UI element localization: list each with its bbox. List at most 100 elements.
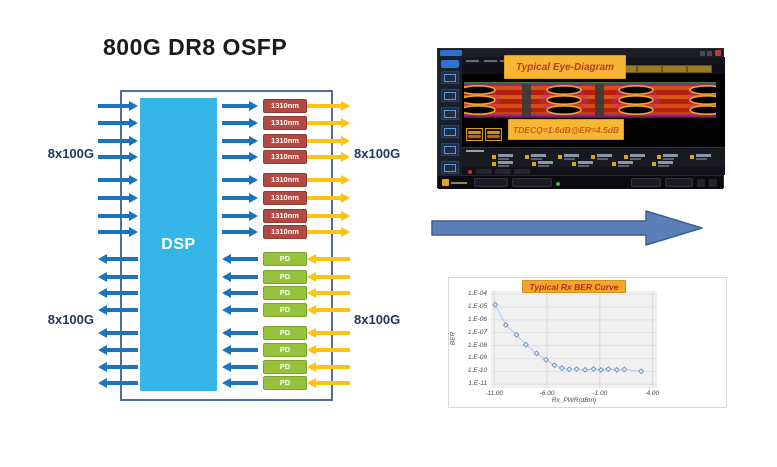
optical-input-arrow <box>316 381 350 385</box>
scope-sidebar-button <box>441 161 459 174</box>
electrical-input-arrow <box>98 178 129 182</box>
rx-internal-arrow <box>231 291 258 295</box>
electrical-output-arrow <box>107 308 138 312</box>
measurement-icon <box>690 155 694 159</box>
laser-block: 1310nm <box>263 225 307 239</box>
optical-input-arrow <box>316 348 350 352</box>
rx-lane: PD <box>0 270 420 284</box>
tx-internal-arrow <box>222 104 249 108</box>
measurement-icon <box>652 162 656 166</box>
flow-arrow <box>431 210 703 246</box>
minimize-icon <box>700 50 705 56</box>
close-icon <box>715 50 721 56</box>
pd-block: PD <box>263 376 307 390</box>
x-tick-label: -1.00 <box>592 390 608 397</box>
ber-chart: Typical Rx BER Curve BER Rx_PWR(dBm) 1.E… <box>448 277 727 408</box>
results-header-placeholder <box>466 150 484 152</box>
measurement-name-placeholder <box>498 161 513 164</box>
tx-internal-arrow <box>222 155 249 159</box>
measurement-icon <box>657 155 661 159</box>
rx-lane: PD <box>0 252 420 266</box>
scope-status-button <box>709 179 717 187</box>
optical-output-arrow <box>307 214 341 218</box>
laser-block: 1310nm <box>263 209 307 223</box>
measurement-value-placeholder <box>498 158 509 160</box>
electrical-output-arrow <box>107 348 138 352</box>
measurement-chip <box>612 161 648 168</box>
electrical-output-arrow <box>107 291 138 295</box>
scope-status-icon <box>442 179 449 186</box>
tx-internal-arrow <box>222 121 249 125</box>
scope-sidebar-button <box>441 143 459 156</box>
dsp-block: DSP <box>140 98 217 391</box>
y-tick-label: 1.E-07 <box>467 328 487 336</box>
measurement-chip <box>624 154 654 161</box>
scope-titlebar <box>438 49 723 57</box>
rx-lane: PD <box>0 286 420 300</box>
osfp-module-box <box>120 90 333 401</box>
measurement-value-placeholder <box>663 158 674 160</box>
pd-block: PD <box>263 343 307 357</box>
measurement-icon <box>492 155 496 159</box>
scope-action-button <box>476 168 492 174</box>
measurement-value-placeholder <box>578 165 589 167</box>
measurement-name-placeholder <box>658 161 673 164</box>
measurement-name-placeholder <box>578 161 593 164</box>
pam4-eye-diagram <box>464 82 716 118</box>
tx-lane: 1310nm <box>0 134 420 148</box>
pd-block: PD <box>263 286 307 300</box>
record-status-icon <box>468 169 472 174</box>
measurement-name-placeholder <box>538 161 553 164</box>
page-title: 800G DR8 OSFP <box>103 34 288 60</box>
measurement-chip <box>572 161 608 168</box>
electrical-input-arrow <box>98 230 129 234</box>
tx-lane: 1310nm <box>0 116 420 130</box>
tx-internal-arrow <box>222 230 249 234</box>
pd-block: PD <box>263 326 307 340</box>
maximize-icon <box>707 50 712 56</box>
scope-sidebar-logo-button <box>441 60 459 68</box>
measurement-chip <box>558 154 588 161</box>
electrical-input-arrow <box>98 196 129 200</box>
electrical-out-label: 8x100G <box>47 312 94 327</box>
electrical-output-arrow <box>107 381 138 385</box>
measurement-icon <box>532 162 536 166</box>
status-text-placeholder <box>451 182 467 184</box>
optical-input-arrow <box>316 275 350 279</box>
optical-output-arrow <box>307 139 341 143</box>
eye-diagram-banner: Typical Eye-Diagram <box>504 55 626 79</box>
tx-internal-arrow <box>222 196 249 200</box>
pd-block: PD <box>263 252 307 266</box>
y-tick-label: 1.E-11 <box>468 380 487 388</box>
waveform-thumbnail <box>485 128 502 141</box>
optical-output-arrow <box>307 230 341 234</box>
waveform-thumbnail <box>466 128 483 141</box>
scope-toolbar-buttons <box>612 65 712 73</box>
pd-block: PD <box>263 303 307 317</box>
optical-input-arrow <box>316 257 350 261</box>
y-tick-label: 1.E-05 <box>467 303 487 311</box>
ber-chart-title: Typical Rx BER Curve <box>522 280 626 293</box>
electrical-input-arrow <box>98 155 129 159</box>
measurement-value-placeholder <box>696 158 707 160</box>
x-tick-label: -6.00 <box>539 390 555 397</box>
electrical-input-arrow <box>98 104 129 108</box>
scope-status-panel <box>631 178 661 187</box>
scope-sidebar-button <box>441 71 459 84</box>
optical-input-arrow <box>316 308 350 312</box>
optical-input-arrow <box>316 365 350 369</box>
optical-out-label: 8x100G <box>354 146 401 161</box>
measurement-name-placeholder <box>663 154 678 157</box>
measurement-icon <box>612 162 616 166</box>
optical-input-arrow <box>316 291 350 295</box>
ber-plot-area <box>491 291 657 388</box>
y-tick-label: 1.E-08 <box>467 341 487 349</box>
optical-output-arrow <box>307 155 341 159</box>
rx-internal-arrow <box>231 275 258 279</box>
electrical-input-arrow <box>98 214 129 218</box>
y-tick-label: 1.E-04 <box>467 290 487 298</box>
scope-app-logo <box>440 50 462 56</box>
y-tick-label: 1.E-10 <box>467 367 487 375</box>
tx-lane: 1310nm <box>0 150 420 164</box>
